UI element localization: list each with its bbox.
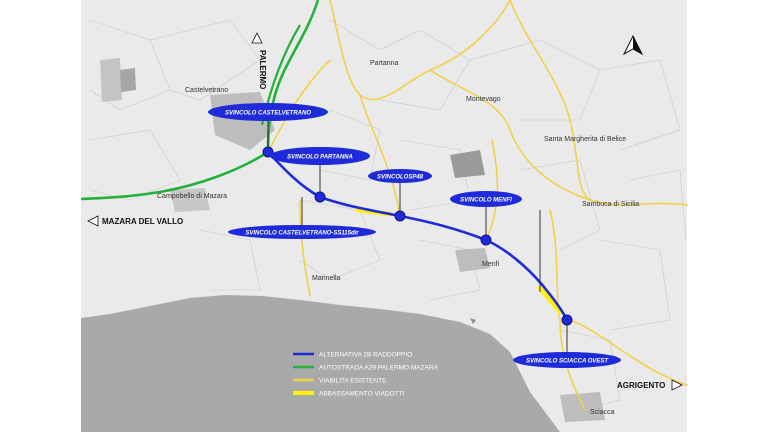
svg-text:SVINCOLO PARTANNA: SVINCOLO PARTANNA <box>287 155 353 161</box>
legend-label-roads: VIABILITA ESISTENTE <box>319 378 387 385</box>
town-montevago: Montevago <box>466 96 501 103</box>
svg-text:AGRIGENTO: AGRIGENTO <box>617 381 665 390</box>
svg-text:PALERMO: PALERMO <box>258 50 267 89</box>
arrow-right-icon <box>671 379 683 391</box>
town-menfi: Menfi <box>482 261 500 268</box>
arrow-left-icon <box>87 215 99 227</box>
junction-nodes <box>262 146 573 326</box>
town-campobello: Campobello di Mazara <box>157 193 227 200</box>
town-santa-margherita: Santa Margherita di Belice <box>544 136 626 143</box>
svg-text:SVINCOLO CASTELVETRANO-SS115di: SVINCOLO CASTELVETRANO-SS115dir <box>245 231 359 237</box>
junction-node-menfi[interactable] <box>480 234 492 246</box>
town-labels: Partanna Castelvetrano Montevago Santa M… <box>157 60 639 416</box>
junction-pill-partanna[interactable]: SVINCOLO PARTANNA <box>270 147 370 165</box>
junction-pill-sciacca-ovest[interactable]: SVINCOLO SCIACCA OVEST <box>513 352 621 368</box>
legend-label-motorway: AUTOSTRADA A29 PALERMO MAZARA <box>319 365 439 372</box>
junction-pill-menfi[interactable]: SVINCOLO MENFI <box>450 191 522 207</box>
legend: ALTERNATIVA 2B RADDOPPIO AUTOSTRADA A29 … <box>293 352 439 398</box>
town-marinella: Marinella <box>312 275 341 282</box>
arrow-up-icon <box>251 32 263 44</box>
junction-pill-castelvetrano-ss115[interactable]: SVINCOLO CASTELVETRANO-SS115dir <box>228 225 376 239</box>
town-sciacca: Sciacca <box>590 409 615 416</box>
svg-text:SVINCOLO SCIACCA OVEST: SVINCOLO SCIACCA OVEST <box>526 359 609 365</box>
junction-node-sp48[interactable] <box>394 210 406 222</box>
town-partanna: Partanna <box>370 60 399 67</box>
junction-node-partanna[interactable] <box>314 191 326 203</box>
svg-text:SVINCOLO MENFI: SVINCOLO MENFI <box>460 198 512 204</box>
sea-area <box>81 295 560 432</box>
junction-pills: SVINCOLO CASTELVETRANO SVINCOLO PARTANNA… <box>208 103 621 368</box>
town-castelvetrano: Castelvetrano <box>185 87 228 94</box>
junction-node-castelvetrano[interactable] <box>262 146 274 158</box>
direction-mazara: MAZARA DEL VALLO <box>87 215 183 227</box>
legend-label-viaduct: ABBASSAMENTO VIADOTTI <box>319 391 405 398</box>
town-sambuca: Sambuca di Sicilia <box>582 201 639 208</box>
direction-palermo: PALERMO <box>251 32 267 89</box>
svg-text:SVINCOLOSP48: SVINCOLOSP48 <box>377 175 424 181</box>
legend-label-route: ALTERNATIVA 2B RADDOPPIO <box>319 352 412 359</box>
junction-pill-sp48[interactable]: SVINCOLOSP48 <box>368 169 432 183</box>
north-arrow <box>622 34 644 56</box>
direction-agrigento: AGRIGENTO <box>617 379 683 391</box>
junction-node-sciacca-ovest[interactable] <box>561 314 573 326</box>
svg-text:SVINCOLO CASTELVETRANO: SVINCOLO CASTELVETRANO <box>225 111 311 117</box>
junction-pill-castelvetrano[interactable]: SVINCOLO CASTELVETRANO <box>208 103 328 121</box>
svg-text:MAZARA DEL VALLO: MAZARA DEL VALLO <box>102 217 183 226</box>
coast-detail <box>470 318 476 324</box>
